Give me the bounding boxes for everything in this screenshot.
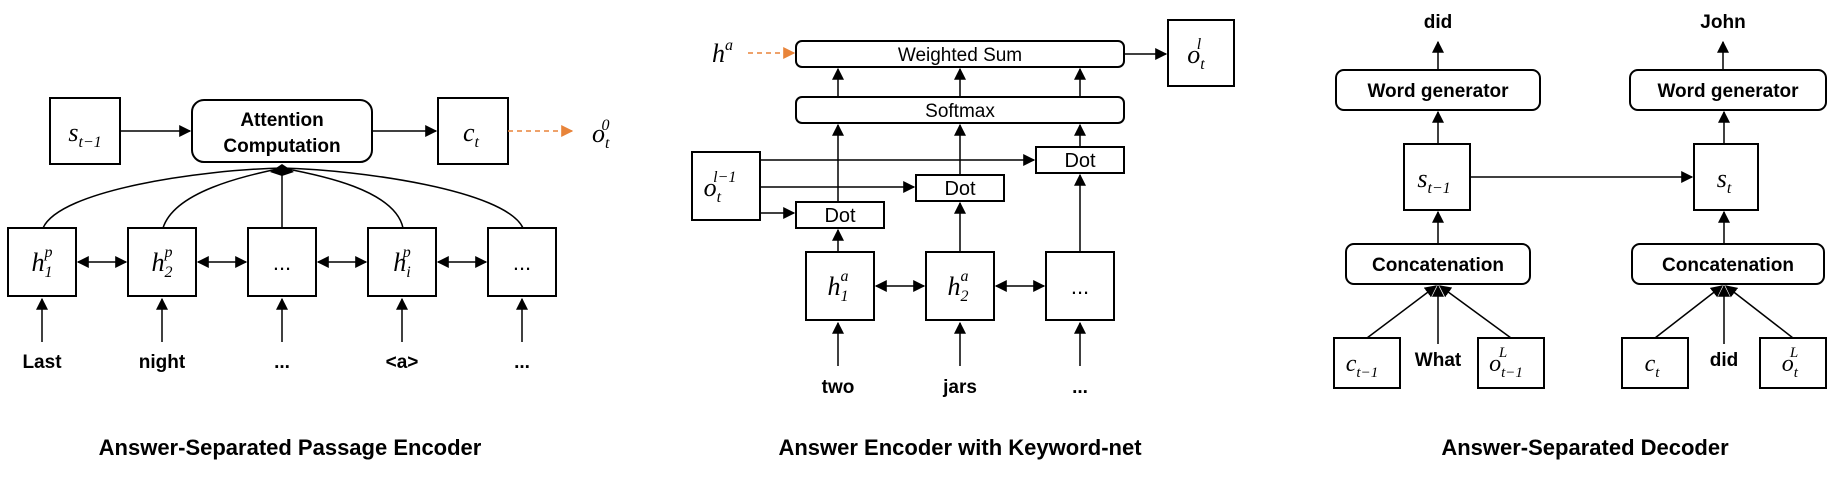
decoder-state-label-2: st (1717, 164, 1732, 197)
answer-input-word-3: ... (1072, 377, 1088, 398)
input-word-2: night (139, 352, 186, 373)
input-word-3: ... (274, 352, 290, 373)
word-generator-box-2 (1629, 69, 1827, 111)
answer-input-word-1: two (822, 377, 855, 398)
dot-box-2 (915, 174, 1005, 202)
answer-encoder-box-1 (805, 251, 875, 321)
word-generator-label-1: Word generator (1367, 81, 1509, 102)
decoder-keyword-label-1: ot−1L (1489, 345, 1523, 381)
concatenation-box-2 (1631, 243, 1825, 285)
input-word-4: <a> (386, 352, 419, 373)
decoder-keyword-box-2 (1759, 337, 1827, 389)
attention-curve-2 (162, 167, 283, 229)
dot-box-1 (795, 201, 885, 229)
encoder-box-4 (367, 227, 437, 297)
encoder-label-2: h2p (152, 244, 173, 281)
encoder-box-1 (7, 227, 77, 297)
word-generator-label-2: Word generator (1657, 81, 1799, 102)
panel-answer-encoder: ha Weighted Sum otl Softmax otl−1 Dot Do… (691, 19, 1235, 460)
prev-state-label: st−1 (68, 118, 101, 151)
panel-decoder: did John Word generator Word generator s… (1333, 12, 1827, 460)
encoder-label-5: ... (513, 250, 531, 275)
encoder-box-3 (247, 227, 317, 297)
dot-label-1: Dot (824, 205, 856, 227)
answer-encoder-label-1: h1a (828, 268, 849, 305)
answer-input-word-2: jars (942, 377, 977, 398)
attention-junction (270, 164, 294, 176)
decoder-output-word-1: did (1424, 12, 1453, 33)
dot-label-3: Dot (1064, 150, 1096, 172)
attention-curve-5 (281, 167, 524, 229)
encoder-label-1: h1p (32, 244, 53, 281)
prev-output-label: otl−1 (704, 169, 737, 206)
answer-encoder-label-3: ... (1071, 274, 1089, 299)
output-label: ot0 (592, 117, 610, 152)
caption-answer-encoder: Answer Encoder with Keyword-net (778, 435, 1142, 460)
encoder-box-2 (127, 227, 197, 297)
answer-vec-label: ha (712, 37, 733, 68)
weighted-sum-label: Weighted Sum (898, 45, 1022, 66)
attention-curve-4 (281, 167, 404, 229)
encoder-box-5 (487, 227, 557, 297)
arrow-left-context-concat (1366, 285, 1437, 339)
decoder-state-box-2 (1693, 143, 1759, 211)
answer-encoder-label-2: h2a (948, 268, 969, 305)
word-generator-box-1 (1335, 69, 1541, 111)
decoder-context-label-2: ct (1645, 351, 1661, 381)
prev-output-box (691, 151, 761, 221)
arrow-right-keyword-concat (1725, 285, 1794, 339)
attention-curve-1 (42, 167, 283, 229)
decoder-context-box-2 (1621, 337, 1689, 389)
dot-label-2: Dot (944, 178, 976, 200)
answer-encoder-box-2 (925, 251, 995, 321)
concatenation-label-1: Concatenation (1372, 255, 1504, 276)
arrow-left-keyword-concat (1439, 285, 1512, 339)
decoder-word-2: did (1710, 350, 1739, 371)
input-word-1: Last (22, 352, 62, 373)
caption-decoder: Answer-Separated Decoder (1441, 435, 1729, 460)
arrow-right-context-concat (1654, 285, 1723, 339)
decoder-context-label-1: ct−1 (1346, 351, 1378, 381)
decoder-word-1: What (1415, 350, 1462, 371)
decoder-state-box-1 (1403, 143, 1471, 211)
caption-passage-encoder: Answer-Separated Passage Encoder (99, 435, 482, 460)
prev-state-box (49, 97, 121, 165)
context-label: ct (463, 118, 480, 151)
attention-label-2: Computation (223, 136, 340, 157)
decoder-context-box-1 (1333, 337, 1401, 389)
output-label-2: otl (1187, 36, 1205, 73)
attention-label-1: Attention (240, 110, 323, 131)
decoder-output-word-2: John (1700, 12, 1745, 33)
softmax-label: Softmax (925, 101, 995, 122)
panel-passage-encoder: st−1 Attention Computation ct ot0 h1p h2… (7, 97, 610, 460)
dot-box-3 (1035, 146, 1125, 174)
concatenation-label-2: Concatenation (1662, 255, 1794, 276)
input-word-5: ... (514, 352, 530, 373)
decoder-keyword-label-2: otL (1782, 345, 1799, 381)
output-box (1167, 19, 1235, 87)
encoder-label-3: ... (273, 250, 291, 275)
encoder-label-4: hip (393, 244, 410, 281)
decoder-state-label-1: st−1 (1417, 164, 1450, 197)
